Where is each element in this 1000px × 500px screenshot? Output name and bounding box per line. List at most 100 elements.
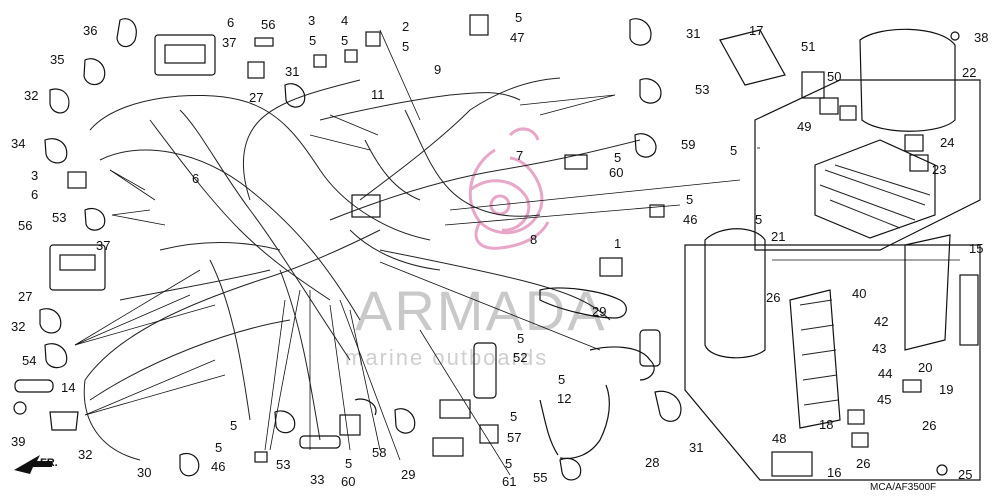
callout-number: 7 <box>516 148 523 163</box>
callout-number: 5 <box>402 39 409 54</box>
callout-number: 31 <box>686 26 700 41</box>
callout-number: 23 <box>932 162 946 177</box>
watermark-brand: ARMADA <box>355 279 607 342</box>
callout-number: 2 <box>402 19 409 34</box>
drawing-code: MCA/AF3500F <box>870 482 936 493</box>
callout-number: 55 <box>533 470 547 485</box>
callout-number: 33 <box>310 472 324 487</box>
control-box-lower-assembly <box>684 228 981 481</box>
callout-number: 5 <box>515 10 522 25</box>
front-direction-arrow <box>14 455 52 474</box>
callout-number: 5 <box>230 418 237 433</box>
callout-number: 5 <box>614 150 621 165</box>
relay-box-upper-assembly <box>719 28 981 251</box>
callout-number: 53 <box>276 457 290 472</box>
front-direction-label: FR. <box>40 457 58 469</box>
callout-number: 16 <box>827 465 841 480</box>
callout-number: 43 <box>872 341 886 356</box>
callout-number: 42 <box>874 314 888 329</box>
callout-number: 46 <box>683 212 697 227</box>
callout-number: 20 <box>918 360 932 375</box>
callout-number: 32 <box>11 319 25 334</box>
callout-number: 59 <box>681 137 695 152</box>
callout-number: 57 <box>507 430 521 445</box>
callout-number: 29 <box>592 304 606 319</box>
callout-number: 25 <box>958 467 972 482</box>
callout-number: 3 <box>31 168 38 183</box>
callout-number: 45 <box>877 392 891 407</box>
callout-number: 60 <box>609 165 623 180</box>
callout-number: 12 <box>557 391 571 406</box>
callout-number: 4 <box>341 13 348 28</box>
callout-number: 27 <box>249 90 263 105</box>
callout-number: 49 <box>797 119 811 134</box>
callout-number: 15 <box>969 241 983 256</box>
callout-number: 31 <box>689 440 703 455</box>
callout-number: 6 <box>31 187 38 202</box>
callout-number: 32 <box>78 447 92 462</box>
callout-number: 8 <box>530 232 537 247</box>
callout-number: 27 <box>18 289 32 304</box>
callout-number: 26 <box>922 418 936 433</box>
watermark-tagline: marine outboards <box>345 345 548 370</box>
callout-number: 37 <box>222 35 236 50</box>
callout-number: 47 <box>510 30 524 45</box>
callout-number: 3 <box>308 13 315 28</box>
callout-number: 26 <box>856 456 870 471</box>
callout-number: 48 <box>772 431 786 446</box>
callout-number: 5 <box>341 33 348 48</box>
callout-number: 18 <box>819 417 833 432</box>
callout-number: 53 <box>52 210 66 225</box>
callout-number: 60 <box>341 474 355 489</box>
callout-number: 51 <box>801 39 815 54</box>
callout-number: 50 <box>827 69 841 84</box>
callout-number: 36 <box>83 23 97 38</box>
callout-number: 28 <box>645 455 659 470</box>
callout-number: 6 <box>227 15 234 30</box>
callout-number: 1 <box>614 236 621 251</box>
callout-number: 5 <box>517 331 524 346</box>
callout-number: 32 <box>24 88 38 103</box>
callout-number: 5 <box>558 372 565 387</box>
callout-number: 44 <box>878 366 892 381</box>
callout-number: 30 <box>137 465 151 480</box>
callout-number: 31 <box>285 64 299 79</box>
callout-leader-lines <box>74 29 960 476</box>
callout-number: 14 <box>61 380 75 395</box>
callout-number: 29 <box>401 467 415 482</box>
watermark-logo-mark <box>468 127 550 250</box>
callout-number: 61 <box>502 474 516 489</box>
callout-number: 40 <box>852 286 866 301</box>
callout-number: 46 <box>211 459 225 474</box>
harness-connectors <box>13 14 682 481</box>
callout-number: 39 <box>11 434 25 449</box>
callout-number: 52 <box>513 350 527 365</box>
callout-number: 38 <box>974 30 988 45</box>
callout-number: 58 <box>372 445 386 460</box>
callout-number: 5 <box>505 456 512 471</box>
callout-number: 5 <box>730 143 737 158</box>
main-wire-harness <box>83 77 641 461</box>
callout-number: 17 <box>749 23 763 38</box>
callout-number: 5 <box>510 409 517 424</box>
callout-number: 5 <box>686 192 693 207</box>
callout-number: 56 <box>261 17 275 32</box>
callout-number: 6 <box>192 171 199 186</box>
callout-number: 5 <box>345 456 352 471</box>
callout-number: 5 <box>755 212 762 227</box>
callout-number: 22 <box>962 65 976 80</box>
callout-number: 54 <box>22 353 36 368</box>
callout-number: 9 <box>434 62 441 77</box>
callout-labels: 36 6 37 56 3 5 4 5 2 5 5 47 31 17 38 35 … <box>11 10 988 489</box>
callout-number: 24 <box>940 135 954 150</box>
callout-number: 53 <box>695 82 709 97</box>
callout-number: 34 <box>11 136 25 151</box>
callout-number: 11 <box>371 87 385 102</box>
callout-number: 21 <box>771 229 785 244</box>
callout-number: 56 <box>18 218 32 233</box>
callout-number: 37 <box>96 238 110 253</box>
callout-number: 5 <box>309 33 316 48</box>
callout-number: 35 <box>50 52 64 67</box>
callout-number: 19 <box>939 382 953 397</box>
